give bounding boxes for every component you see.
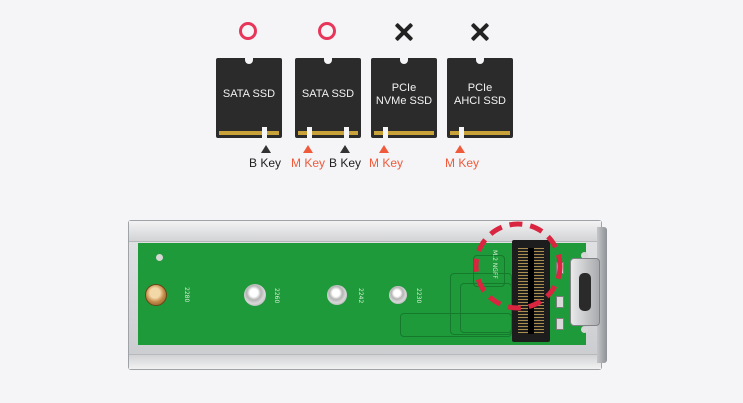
m-key-arrow-icon [379,145,389,153]
mount-hole [389,286,407,304]
ssd-label: SATA SSD [222,88,276,100]
silk-2260: 2260 [273,288,280,304]
ssd-card-sata-b-key: SATA SSD [216,58,282,138]
m-key-notch [383,127,388,138]
ssd-card-pcie-ahci: PCIe AHCI SSD [447,58,513,138]
key-label: M Key [445,156,480,170]
m-key-notch [307,127,312,138]
via [581,252,588,259]
smd-component [556,318,564,330]
b-key-notch [344,127,349,138]
mount-hole [327,285,347,305]
ssd-label-line1: PCIe [391,82,417,94]
highlight-dashed-circle [473,221,563,311]
key-label: M Key [291,156,326,170]
standoff-screw [145,284,167,306]
compatible-circle-icon [318,22,336,40]
b-key-notch [262,127,267,138]
adapter-pcb [138,243,586,345]
b-key-arrow-icon [340,145,350,153]
ssd-label-line2: AHCI SSD [454,95,506,107]
silk-2242: 2242 [357,288,364,304]
via [156,254,163,261]
b-key-arrow-icon [261,145,271,153]
ssd-label-line2: NVMe SSD [375,95,433,107]
key-label: B Key [329,156,362,170]
ssd-label: SATA SSD [301,88,355,100]
enclosure-endcap [597,227,607,363]
ssd-label-line1: PCIe [467,82,493,94]
ssd-card-pcie-nvme: PCIe NVMe SSD [371,58,437,138]
silk-2280: 2280 [183,287,190,303]
usb-c-port [570,258,600,326]
mount-hole [244,284,266,306]
silk-2230: 2230 [415,288,422,304]
via [581,326,588,333]
m-key-arrow-icon [455,145,465,153]
incompatible-cross-icon [394,22,414,42]
m-key-notch [459,127,464,138]
key-label: B Key [249,156,282,170]
compatible-circle-icon [239,22,257,40]
smd-component [556,296,564,308]
m-key-arrow-icon [303,145,313,153]
ssd-card-sata-bm-key: SATA SSD [295,58,361,138]
incompatible-cross-icon [470,22,490,42]
key-label: M Key [369,156,404,170]
m2-connector [512,240,550,342]
